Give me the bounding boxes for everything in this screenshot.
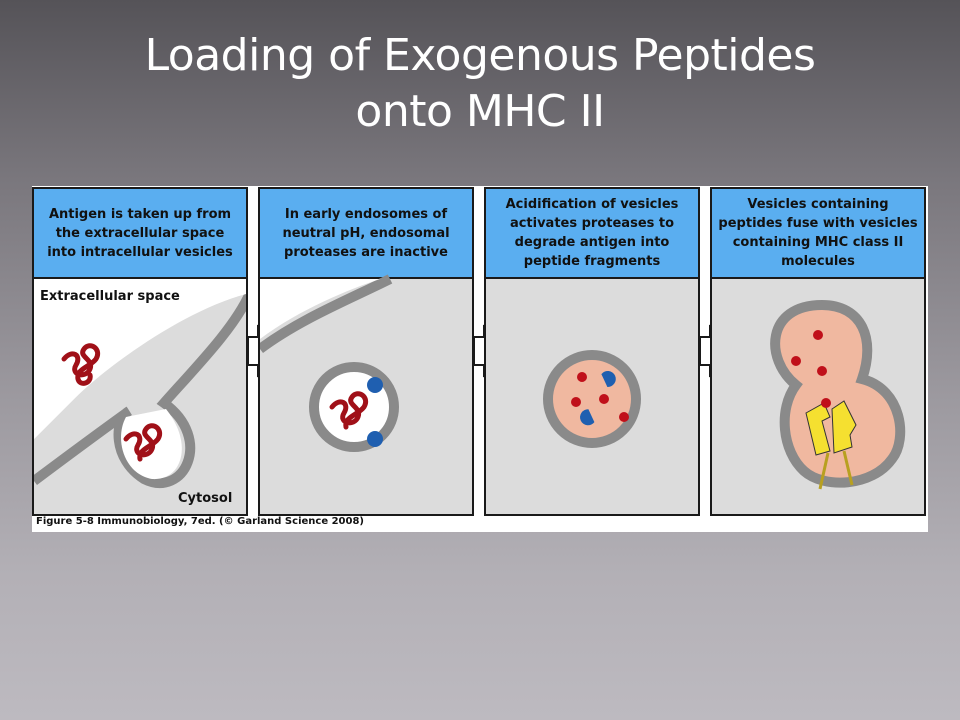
fused-peptide-1 (813, 330, 823, 340)
label-cytosol: Cytosol (178, 491, 233, 506)
endosomal-antigen (329, 391, 368, 430)
panel-2-illustration (260, 274, 399, 452)
antigen-molecule (61, 343, 100, 386)
peptide-fragment-4 (577, 372, 587, 382)
peptide-fragment-1 (571, 397, 581, 407)
peptide-fragment-3 (619, 412, 629, 422)
panel-3: Acidification of vesicles activates prot… (484, 187, 700, 516)
peptide-fragment-2 (599, 394, 609, 404)
active-protease-2 (580, 409, 595, 426)
fusing-vesicles (770, 299, 906, 488)
panel-4-illustration (770, 299, 906, 490)
panel-2: In early endosomes of neutral pH, endoso… (258, 187, 474, 516)
mhc-class-ii-molecule (805, 400, 857, 490)
panel-3-illustration (543, 350, 641, 448)
figure: Antigen is taken up from the extracellul… (32, 186, 928, 532)
panel-1-illustration (34, 279, 246, 488)
acidified-vesicle (543, 350, 641, 448)
label-extracellular-space: Extracellular space (40, 289, 180, 304)
panel-1-caption: Antigen is taken up from the extracellul… (34, 189, 246, 279)
panel-4-caption: Vesicles containing peptides fuse with v… (712, 189, 924, 279)
panel-1: Antigen is taken up from the extracellul… (32, 187, 248, 516)
membrane-continuation (260, 274, 393, 354)
internalized-antigen (123, 423, 162, 462)
plasma-membrane (34, 290, 246, 488)
bound-peptide (821, 398, 831, 408)
slide-title: Loading of Exogenous Peptides onto MHC I… (0, 28, 960, 140)
panel-3-caption: Acidification of vesicles activates prot… (486, 189, 698, 279)
fused-peptide-2 (791, 356, 801, 366)
active-protease-1 (601, 370, 616, 387)
fused-peptide-3 (817, 366, 827, 376)
figure-caption: Figure 5-8 Immunobiology, 7ed. (© Garlan… (36, 516, 364, 527)
panel-2-caption: In early endosomes of neutral pH, endoso… (260, 189, 472, 279)
panel-4: Vesicles containing peptides fuse with v… (710, 187, 926, 516)
slide-title-line1: Loading of Exogenous Peptides (144, 30, 816, 81)
extracellular-region (34, 279, 246, 439)
inactive-protease-2 (367, 431, 383, 447)
slide-title-line2: onto MHC II (355, 86, 605, 137)
inactive-protease-1 (367, 377, 383, 393)
